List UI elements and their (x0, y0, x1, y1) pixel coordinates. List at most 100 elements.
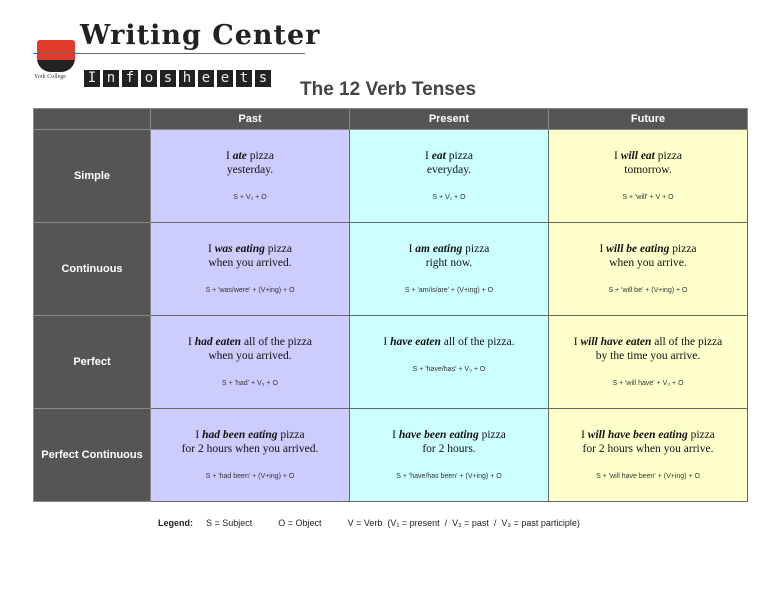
sentence-start: I (188, 336, 195, 348)
infosheets-letter-tile: f (122, 70, 138, 87)
writing-center-wordmark: Writing Center (80, 20, 321, 51)
sentence-rest: pizza (264, 243, 293, 255)
sentence-rest: pizza (478, 429, 506, 441)
formula: S + 'will have' + V₃ + O (612, 380, 684, 387)
verb-phrase: will be eating (606, 243, 670, 255)
verb-phrase: have eaten (390, 336, 441, 348)
logo-rule (33, 53, 305, 54)
sentence-start: I (425, 150, 432, 162)
sentence-line2: when you arrived. (208, 257, 292, 269)
sentence-line2: for 2 hours when you arrive. (582, 443, 714, 455)
sentence-start: I (195, 429, 203, 441)
infosheets-letter-tile: h (179, 70, 195, 87)
sentence-line2: yesterday. (226, 164, 274, 176)
sentence-start: I (581, 429, 588, 441)
sentence-line2: tomorrow. (624, 164, 672, 176)
formula: S + 'was/were' + (V+ing) + O (205, 287, 295, 294)
example-sentence: I have eaten all of the pizza. (350, 335, 548, 349)
example-sentence: I will be eating pizza when you arrive. (549, 242, 747, 270)
row-label: Perfect (33, 315, 151, 409)
verb-phrase: will eat (620, 150, 655, 162)
sentence-rest: all of the pizza (241, 336, 312, 348)
formula: S + 'will be' + (V+ing) + O (608, 287, 688, 294)
sentence-rest: pizza (246, 150, 274, 162)
sentence-line2: everyday. (426, 164, 472, 176)
formula: S + V₁ + O (432, 194, 466, 201)
sentence-rest: pizza (277, 429, 305, 441)
sentence-rest: pizza (687, 429, 715, 441)
verb-phrase: will have eaten (580, 336, 652, 348)
infosheets-letter-tile: s (255, 70, 271, 87)
example-sentence: I will eat pizza tomorrow. (549, 149, 747, 177)
sentence-start: I (613, 150, 621, 162)
column-header-present: Present (349, 108, 549, 130)
column-header-past: Past (150, 108, 350, 130)
verb-phrase: had been eating (202, 429, 278, 441)
tense-cell: I had been eating pizza for 2 hours when … (150, 408, 350, 502)
infosheets-letter-tile: e (198, 70, 214, 87)
formula: S + 'have/has been' + (V+ing) + O (396, 473, 502, 480)
corner-header (33, 108, 151, 130)
sentence-rest: pizza (445, 150, 473, 162)
legend-subject: S = Subject (206, 518, 253, 528)
example-sentence: I had been eating pizza for 2 hours when … (151, 428, 349, 456)
formula: S + 'have/has' + V₃ + O (412, 366, 486, 373)
sentence-rest: pizza (669, 243, 697, 255)
sentence-rest: all of the pizza (651, 336, 723, 348)
row-label: Simple (33, 129, 151, 223)
sentence-line2: by the time you arrive. (595, 350, 701, 362)
formula: S + 'had been' + (V+ing) + O (205, 473, 295, 480)
sentence-line2: for 2 hours. (422, 443, 476, 455)
formula: S + V₂ + O (233, 194, 267, 201)
sentence-rest: pizza (462, 243, 490, 255)
sentence-start: I (408, 243, 416, 255)
college-name: York College (34, 74, 66, 80)
infosheets-letter-tile: o (141, 70, 157, 87)
page-title: The 12 Verb Tenses (300, 79, 477, 100)
legend-verb: V = Verb (V₁ = present / V₂ = past / V₃ … (347, 518, 580, 528)
infosheets-letter-tile: e (217, 70, 233, 87)
formula: S + 'am/is/are' + (V+ing) + O (404, 287, 494, 294)
example-sentence: I will have eaten all of the pizza by the… (549, 335, 747, 363)
sentence-line2: for 2 hours when you arrived. (181, 443, 319, 455)
infosheets-letter-tile: n (103, 70, 119, 87)
formula: S + 'had' + V₃ + O (222, 380, 278, 387)
sentence-line2: right now. (425, 257, 473, 269)
verb-phrase: ate (232, 150, 247, 162)
formula: S + 'will have been' + (V+ing) + O (596, 473, 700, 480)
tense-cell: I will have eaten all of the pizza by the… (548, 315, 748, 409)
sentence-start: I (599, 243, 607, 255)
tense-cell: I have eaten all of the pizza. S + 'have/… (349, 315, 549, 409)
sentence-start: I (392, 429, 399, 441)
formula: S + 'will' + V + O (622, 194, 674, 201)
sentence-line2: when you arrived. (208, 350, 292, 362)
sentence-line2: when you arrive. (609, 257, 687, 269)
verb-phrase: will have been eating (587, 429, 688, 441)
infosheets-letter-tile: I (84, 70, 100, 87)
tense-cell: I will have been eating pizza for 2 hours… (548, 408, 748, 502)
legend-object: O = Object (278, 518, 322, 528)
legend-label: Legend: (158, 518, 193, 528)
row-label: Continuous (33, 222, 151, 316)
column-header-future: Future (548, 108, 748, 130)
sentence-start: I (573, 336, 581, 348)
sentence-start: I (207, 243, 215, 255)
york-college-shield-logo (37, 40, 75, 72)
sentence-rest: pizza (654, 150, 683, 162)
table-row: Simple I ate pizza yesterday. S + V₂ + O I e… (33, 129, 748, 223)
